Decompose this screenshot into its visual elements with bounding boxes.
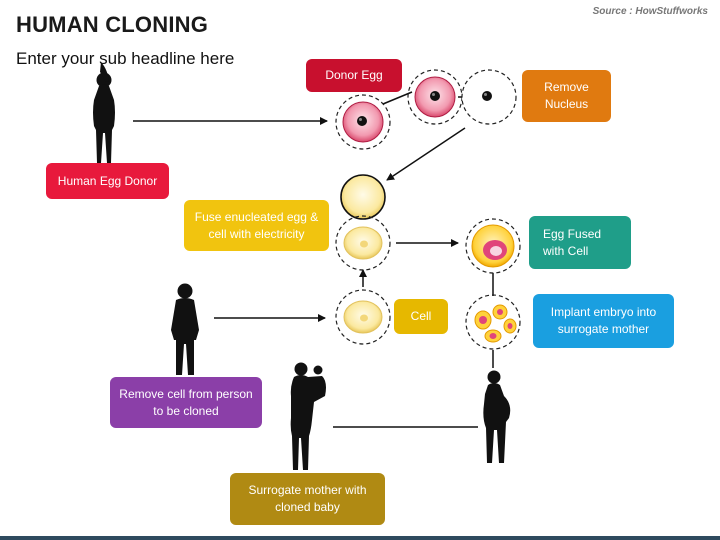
fusion-cell-icon <box>335 215 391 271</box>
mother-with-baby-icon <box>290 362 326 470</box>
donor-egg-cell-icon <box>335 94 391 150</box>
implant-embryo-label: Implant embryo into surrogate mother <box>533 294 674 348</box>
removed-nucleus-icon <box>461 69 517 125</box>
embryo-icon <box>465 294 521 350</box>
arrow-to-enucleated-egg <box>386 127 466 181</box>
fused-egg-icon <box>465 218 521 274</box>
donor-cell-icon <box>335 289 391 345</box>
cell-label: Cell <box>394 299 448 334</box>
male-silhouette-icon <box>171 283 199 375</box>
pregnant-woman-icon <box>483 370 511 463</box>
page-subtitle: Enter your sub headline here <box>16 49 235 68</box>
enucleated-egg-icon <box>340 174 386 220</box>
egg-fused-label: Egg Fused with Cell <box>529 216 631 269</box>
remove-cell-label: Remove cell from person to be cloned <box>110 377 262 428</box>
egg-with-nucleus-icon <box>407 69 463 125</box>
egg-link-line <box>382 91 413 105</box>
remove-nucleus-label: Remove Nucleus <box>522 70 611 122</box>
human-egg-donor-label: Human Egg Donor <box>46 163 169 199</box>
surrogate-mother-label: Surrogate mother with cloned baby <box>230 473 385 525</box>
source-note: Source : HowStuffworks <box>592 6 708 17</box>
footer-bar <box>0 536 720 540</box>
donor-egg-label: Donor Egg <box>306 59 402 92</box>
fuse-label: Fuse enucleated egg & cell with electric… <box>184 200 329 251</box>
female-silhouette-icon <box>93 62 115 163</box>
page-title: HUMAN CLONING <box>16 12 209 37</box>
